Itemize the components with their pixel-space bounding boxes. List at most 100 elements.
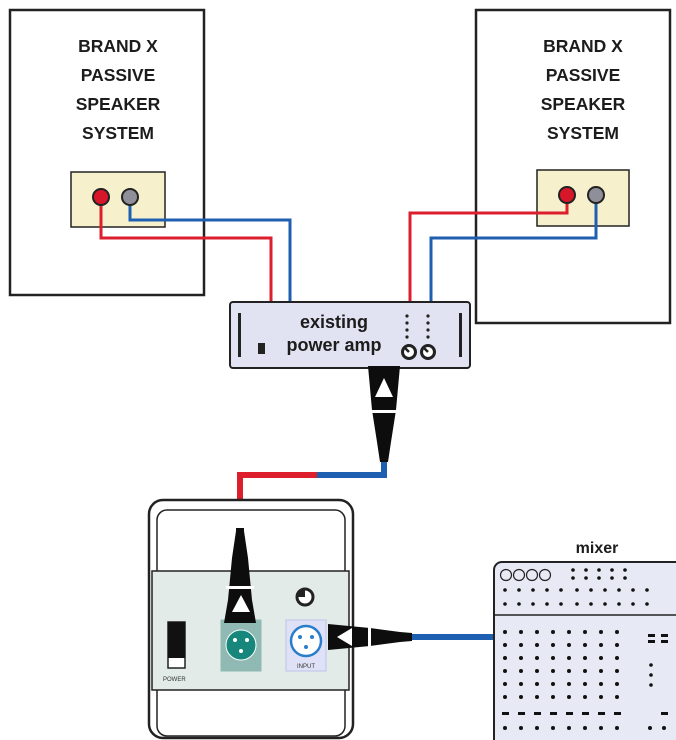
mixer-knob-dot <box>519 656 523 660</box>
mixer-knob-dot <box>599 656 603 660</box>
mixer-fader-cap <box>661 712 668 715</box>
mixer-knob-dot <box>519 695 523 699</box>
mixer-knob-dot <box>615 682 619 686</box>
amp-power-switch <box>258 343 265 354</box>
mixer-fader-cap <box>648 640 655 643</box>
mixer-knob-dot <box>615 630 619 634</box>
power-amplifier: existing power amp <box>229 301 471 369</box>
mixer-knob-dot <box>615 726 619 730</box>
right-positive-terminal <box>558 186 576 204</box>
mixer-knob-dot <box>583 695 587 699</box>
mixer-input-jack-ring <box>512 568 526 582</box>
mixer-knob-dot <box>623 576 627 580</box>
mixer-knob-dot <box>551 669 555 673</box>
mixer-knob-dot <box>617 602 621 606</box>
mixer-knob-dot <box>603 588 607 592</box>
speaker-right-terminal-plate <box>536 169 630 227</box>
unit-gain-knob <box>295 587 315 607</box>
left-blue-speaker-cable <box>128 197 292 302</box>
mixer-knob-dot <box>631 602 635 606</box>
mixer-knob-dot <box>567 630 571 634</box>
mixer-knob-dot <box>531 588 535 592</box>
mixer-knob-dot <box>551 695 555 699</box>
mixer-knob-dot <box>567 643 571 647</box>
mixer-knob-dot <box>583 656 587 660</box>
unit-power-switch-rocker <box>168 622 185 658</box>
mixer-knob-dot <box>519 669 523 673</box>
mixer-knob-dot <box>615 695 619 699</box>
amp-knob-right <box>420 344 436 360</box>
mixer-knob-dot <box>571 568 575 572</box>
left-red-speaker-cable <box>99 197 273 302</box>
mixer-knob-dot <box>583 643 587 647</box>
mixer-knob-dot <box>623 568 627 572</box>
mixer-knob-dot <box>583 682 587 686</box>
mixer-knob-dot <box>535 656 539 660</box>
mixer-body <box>493 561 676 740</box>
mixer-input-jack-ring <box>538 568 552 582</box>
mixer-knob-dot <box>649 683 653 687</box>
mixer-knob-dot <box>567 726 571 730</box>
xlr-output-jack <box>225 629 257 661</box>
mixer-knob-dot <box>631 588 635 592</box>
speaker-left: BRAND X PASSIVE SPEAKER SYSTEM <box>8 8 206 297</box>
speaker-left-title-line2: PASSIVE <box>81 65 156 85</box>
mixer-knob-dot <box>575 602 579 606</box>
mixer-knob-dot <box>589 588 593 592</box>
mixer-fader-cap <box>648 634 655 637</box>
speaker-left-title-line4: SYSTEM <box>82 123 154 143</box>
mixer-controls <box>499 568 668 730</box>
mixer-knob-dot <box>535 726 539 730</box>
mixer-knob-dot <box>519 682 523 686</box>
mixer-knob-dot <box>597 576 601 580</box>
mixer-knob-dot <box>545 602 549 606</box>
mixer-knob-dot <box>599 726 603 730</box>
mixer-knob-dot <box>599 695 603 699</box>
mixer-knob-dot <box>599 682 603 686</box>
mixer-fader-cap <box>518 712 525 715</box>
speaker-right-title-line2: PASSIVE <box>546 65 621 85</box>
xlr-input-jack <box>289 624 323 658</box>
mixer-knob-dot <box>517 602 521 606</box>
mixer-knob-dot <box>503 588 507 592</box>
mixer-knob-dot <box>583 630 587 634</box>
amp-indicator-leds <box>405 314 430 339</box>
mixer-knob-dot <box>583 669 587 673</box>
mixer-knob-dot <box>503 643 507 647</box>
mixer-knob-dot <box>648 726 652 730</box>
mixer-knob-dot <box>503 656 507 660</box>
mixer-knob-dot <box>503 695 507 699</box>
mixer-knob-dot <box>519 630 523 634</box>
mixer-knob-dot <box>597 568 601 572</box>
mixer-knob-dot <box>599 630 603 634</box>
mixer-knob-dot <box>575 588 579 592</box>
mixer-knob-dot <box>584 568 588 572</box>
active-unit: POWER INPUT <box>147 498 355 740</box>
mixer-label: mixer <box>576 540 619 557</box>
mixer-knob-dot <box>610 576 614 580</box>
mixer-knob-dot <box>615 669 619 673</box>
mixer-knob-dot <box>503 602 507 606</box>
mixer-fader-cap <box>598 712 605 715</box>
mixer-knob-dot <box>503 726 507 730</box>
amp-cable-blue-segment <box>317 458 387 478</box>
mixer-fader-cap <box>566 712 573 715</box>
mixer-knob-dot <box>535 682 539 686</box>
mixer-fader-cap <box>661 634 668 637</box>
mixer-knob-dot <box>615 643 619 647</box>
speaker-left-title-line3: SPEAKER <box>76 94 161 114</box>
speaker-left-terminal-plate <box>70 171 166 228</box>
speaker-right-title-line4: SYSTEM <box>547 123 619 143</box>
mixer-fader-cap <box>614 712 621 715</box>
mixer-knob-dot <box>551 656 555 660</box>
mixer-knob-dot <box>584 576 588 580</box>
unit-power-label: POWER <box>163 677 186 683</box>
amp-left-handle <box>238 313 241 357</box>
mixer-fader-cap <box>502 712 509 715</box>
mixer-knob-dot <box>583 726 587 730</box>
mixer-knob-dot <box>649 663 653 667</box>
unit-plug-body <box>224 531 256 623</box>
mixer-knob-dot <box>503 630 507 634</box>
mixer-knob-dot <box>645 602 649 606</box>
